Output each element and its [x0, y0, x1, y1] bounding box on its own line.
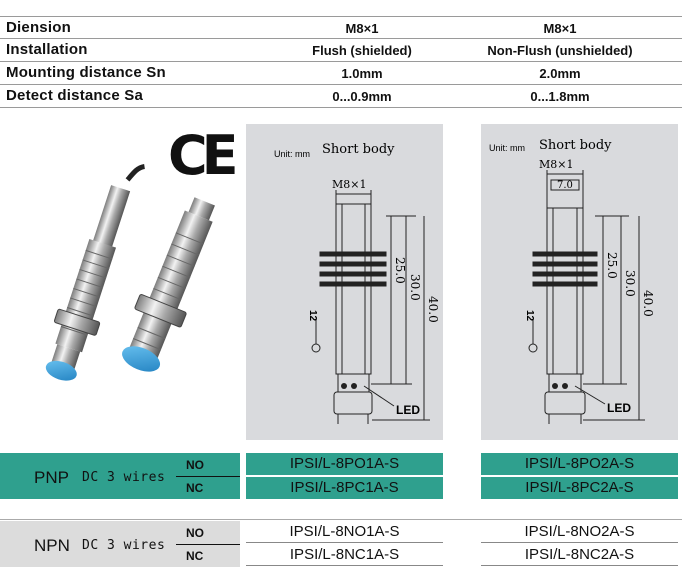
led-label: LED: [396, 403, 420, 417]
dim-12: 12: [307, 310, 318, 322]
spec-row-dimension: Diension M8×1 M8×1: [0, 16, 682, 39]
ce-mark-icon: CE: [168, 124, 238, 187]
dimension-drawing-nonflush: Unit: mm Short body M8×1 7.0: [489, 138, 655, 424]
spec-label: Detect distance Sa: [6, 87, 143, 104]
inner-width-label: 7.0: [557, 180, 573, 191]
no-nc-divider: [176, 544, 240, 545]
dim-25: 25.0: [605, 252, 619, 279]
part-pnp-nc-nonflush: IPSI/L-8PC2A-S: [481, 477, 678, 499]
dim-40: 40.0: [641, 290, 655, 317]
npn-type-label: NPN: [34, 536, 70, 555]
spec-row-mounting-distance: Mounting distance Sn 1.0mm 2.0mm: [0, 62, 682, 85]
body-label: Short body: [539, 138, 612, 153]
part-pnp-no-nonflush: IPSI/L-8PO2A-S: [481, 453, 678, 475]
dim-12: 12: [524, 310, 535, 322]
unit-label: Unit: mm: [489, 143, 525, 153]
part-npn-nc-flush: IPSI/L-8NC1A-S: [246, 544, 443, 566]
npn-desc: DC 3 wires: [82, 538, 166, 553]
dim-30: 30.0: [623, 270, 637, 297]
spec-value-nonflush: 0...1.8mm: [530, 89, 590, 104]
part-pnp-no-flush: IPSI/L-8PO1A-S: [246, 453, 443, 475]
part-npn-no-flush: IPSI/L-8NO1A-S: [246, 521, 443, 543]
dimension-drawing-flush: Unit: mm Short body M8×1: [274, 142, 440, 424]
pnp-type-cell: PNP DC 3 wires NO NC: [0, 453, 240, 499]
npn-type-cell: NPN DC 3 wires NO NC: [0, 521, 240, 567]
spec-value-flush: 1.0mm: [341, 66, 383, 81]
pnp-desc: DC 3 wires: [82, 470, 166, 485]
pnp-type-label: PNP: [34, 468, 69, 487]
spec-value-flush: M8×1: [345, 21, 379, 36]
no-nc-divider: [176, 476, 240, 477]
spec-label: Mounting distance Sn: [6, 64, 166, 81]
spec-label: Installation: [6, 41, 88, 58]
table-separator: [0, 519, 682, 520]
drawing-panel-flush: Unit: mm Short body M8×1: [246, 124, 443, 440]
thread-label: M8×1: [332, 178, 366, 191]
pnp-nc-label: NC: [186, 481, 204, 495]
npn-nc-label: NC: [186, 549, 204, 563]
part-npn-nc-nonflush: IPSI/L-8NC2A-S: [481, 544, 678, 566]
unit-label: Unit: mm: [274, 149, 310, 159]
dim-30: 30.0: [408, 274, 422, 301]
part-npn-no-nonflush: IPSI/L-8NO2A-S: [481, 521, 678, 543]
spec-row-detect-distance: Detect distance Sa 0...0.9mm 0...1.8mm: [0, 85, 682, 108]
body-label: Short body: [322, 142, 395, 157]
dim-40: 40.0: [426, 296, 440, 323]
dim-25: 25.0: [393, 257, 407, 284]
spec-value-nonflush: 2.0mm: [539, 66, 581, 81]
spec-value-flush: Flush (shielded): [312, 43, 412, 58]
part-pnp-nc-flush: IPSI/L-8PC1A-S: [246, 477, 443, 499]
pnp-no-label: NO: [186, 458, 204, 472]
spec-value-nonflush: Non-Flush (unshielded): [487, 43, 633, 58]
spec-label: Diension: [6, 19, 71, 36]
spec-value-flush: 0...0.9mm: [332, 89, 392, 104]
npn-no-label: NO: [186, 526, 204, 540]
spec-row-installation: Installation Flush (shielded) Non-Flush …: [0, 39, 682, 62]
led-label: LED: [607, 401, 631, 415]
spec-value-nonflush: M8×1: [543, 21, 577, 36]
drawing-panel-nonflush: Unit: mm Short body M8×1 7.0: [481, 124, 678, 440]
sensor-photo: [45, 163, 215, 381]
thread-label: M8×1: [539, 158, 573, 171]
